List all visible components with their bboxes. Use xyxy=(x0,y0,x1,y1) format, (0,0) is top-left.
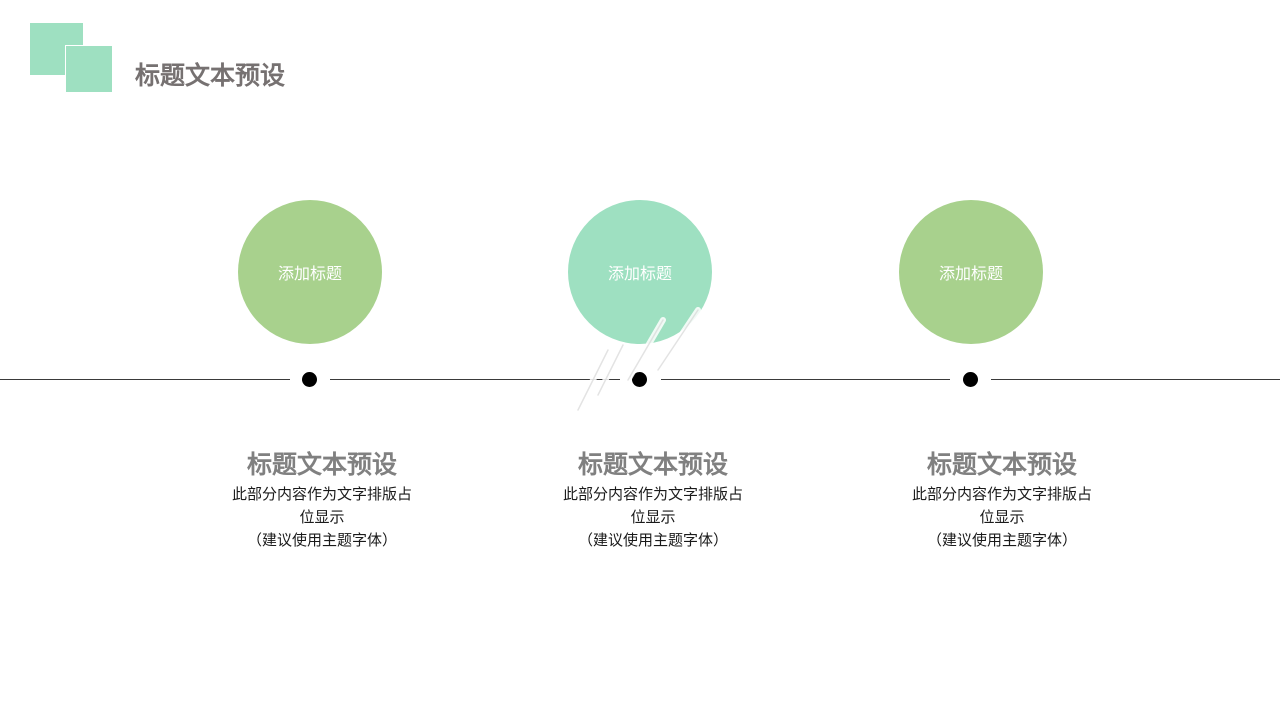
item-description-line: 此部分内容作为文字排版占 xyxy=(231,485,412,503)
timeline-line-segment xyxy=(330,379,620,380)
timeline-item-3-text: 标题文本预设 此部分内容作为文字排版占 位显示 （建议使用主题字体） xyxy=(892,448,1112,552)
item-description-line: （建议使用主题字体） xyxy=(926,531,1077,549)
timeline-circle-3[interactable]: 添加标题 xyxy=(899,200,1043,344)
item-title: 标题文本预设 xyxy=(926,450,1077,479)
item-description-line: 位显示 xyxy=(299,508,345,526)
timeline-circle-1[interactable]: 添加标题 xyxy=(238,200,382,344)
item-description-line: 位显示 xyxy=(630,508,676,526)
logo-square-front xyxy=(65,45,113,93)
item-description: 此部分内容作为文字排版占 位显示 （建议使用主题字体） xyxy=(892,483,1112,552)
item-description-line: 此部分内容作为文字排版占 xyxy=(562,485,743,503)
item-description-line: 此部分内容作为文字排版占 xyxy=(911,485,1092,503)
timeline-item-1-text: 标题文本预设 此部分内容作为文字排版占 位显示 （建议使用主题字体） xyxy=(212,448,432,552)
circle-label: 添加标题 xyxy=(938,264,1003,283)
item-description-line: 位显示 xyxy=(979,508,1025,526)
timeline-item-2-text: 标题文本预设 此部分内容作为文字排版占 位显示 （建议使用主题字体） xyxy=(543,448,763,552)
circle-label: 添加标题 xyxy=(607,264,672,283)
page-title: 标题文本预设 xyxy=(135,61,286,90)
circle-label: 添加标题 xyxy=(277,264,342,283)
item-description-line: （建议使用主题字体） xyxy=(246,531,397,549)
item-title: 标题文本预设 xyxy=(577,450,728,479)
timeline-dot-2 xyxy=(632,372,647,387)
timeline-dot-1 xyxy=(302,372,317,387)
item-description: 此部分内容作为文字排版占 位显示 （建议使用主题字体） xyxy=(212,483,432,552)
timeline-line-segment xyxy=(991,379,1280,380)
timeline-line-segment xyxy=(0,379,290,380)
item-description: 此部分内容作为文字排版占 位显示 （建议使用主题字体） xyxy=(543,483,763,552)
timeline-circle-2[interactable]: 添加标题 xyxy=(568,200,712,344)
timeline-dot-3 xyxy=(963,372,978,387)
item-title: 标题文本预设 xyxy=(246,450,397,479)
timeline-line-segment xyxy=(661,379,950,380)
item-description-line: （建议使用主题字体） xyxy=(577,531,728,549)
